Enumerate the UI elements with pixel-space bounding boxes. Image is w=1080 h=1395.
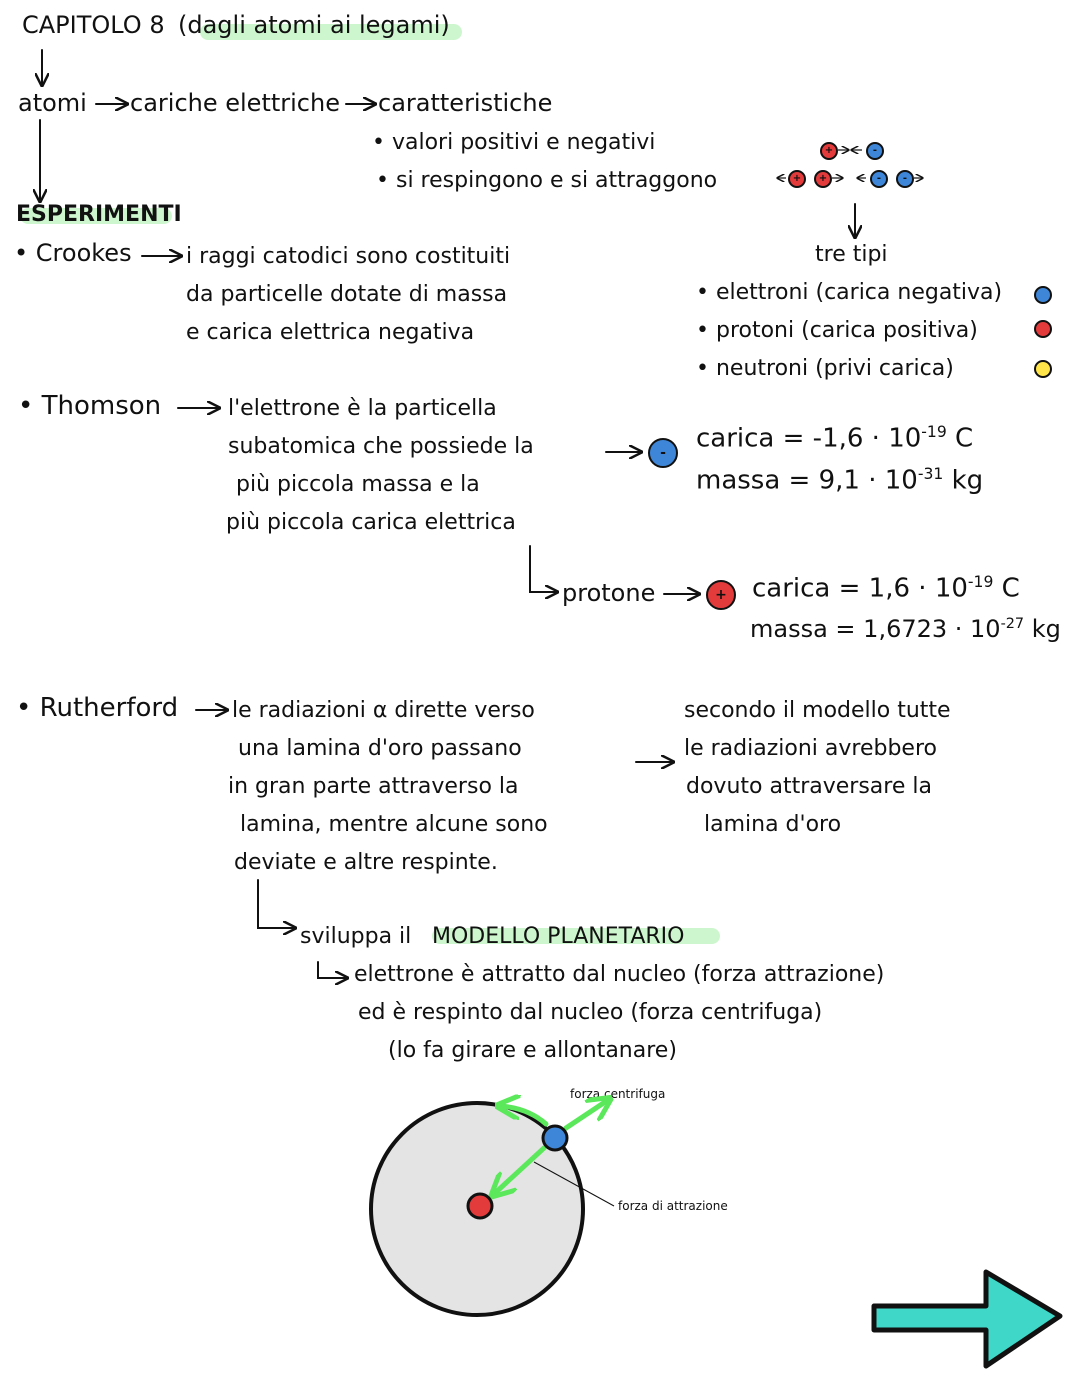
rutherford-line-3: in gran parte attraverso la bbox=[228, 774, 519, 799]
crookes-line-2: da particelle dotate di massa bbox=[186, 282, 508, 307]
proton-sign: + bbox=[715, 587, 727, 603]
proton-charge-text: carica = 1,6 · 10 bbox=[752, 573, 968, 604]
attraction-force-arrow bbox=[494, 1145, 547, 1194]
next-page-arrow-icon[interactable] bbox=[871, 1269, 1063, 1369]
proton-mass-text: massa = 1,6723 · 10 bbox=[750, 615, 1001, 643]
model-line-1: secondo il modello tutte bbox=[684, 698, 951, 723]
thomson-line-4: più piccola carica elettrica bbox=[226, 510, 516, 535]
model-line-2: le radiazioni avrebbero bbox=[684, 736, 937, 761]
thomson-line-2: subatomica che possiede la bbox=[228, 434, 534, 459]
model-line-3: dovuto attraversare la bbox=[686, 774, 932, 799]
bullet-respingono: • si respingono e si attraggono bbox=[376, 168, 718, 193]
label-attraction-force: forza di attrazione bbox=[618, 1199, 728, 1213]
proton-charge-exp: -19 bbox=[967, 573, 994, 591]
crookes-name: • Crookes bbox=[14, 239, 132, 267]
crookes-name-text: Crookes bbox=[35, 239, 132, 267]
model-line-4: lamina d'oro bbox=[704, 812, 842, 837]
modello-highlight bbox=[432, 928, 720, 944]
thomson-mass: massa = 9,1 · 10-31 kg bbox=[696, 465, 984, 497]
small-proton-dot-3: + bbox=[814, 170, 832, 188]
thomson-mass-text: massa = 9,1 · 10 bbox=[696, 465, 918, 496]
proton-mass-unit: kg bbox=[1024, 615, 1061, 643]
crookes-line-3: e carica elettrica negativa bbox=[186, 320, 475, 345]
planetary-model-name: MODELLO PLANETARIO bbox=[432, 924, 685, 949]
attraction-label-pointer bbox=[533, 1161, 615, 1207]
rutherford-line-5: deviate e altre respinte. bbox=[234, 850, 498, 875]
thomson-electron-sign: - bbox=[660, 445, 666, 461]
proton-mass-exp: -27 bbox=[1000, 616, 1025, 632]
type-electron-text: elettroni (carica negativa) bbox=[715, 280, 1003, 305]
proton-legend-dot bbox=[1034, 320, 1052, 338]
rutherford-name: • Rutherford bbox=[16, 693, 179, 723]
thomson-name-text: Thomson bbox=[41, 391, 162, 421]
rutherford-line-1: le radiazioni α dirette verso bbox=[232, 698, 535, 723]
thomson-line-3: più piccola massa e la bbox=[236, 472, 480, 497]
thomson-electron-dot: - bbox=[648, 438, 678, 468]
detail-line-2: ed è respinto dal nucleo (forza centrifu… bbox=[358, 1000, 823, 1025]
develops-text: sviluppa il bbox=[300, 924, 412, 949]
arrow-to-proton bbox=[529, 545, 556, 592]
nucleus-proton bbox=[466, 1192, 494, 1220]
type-neutron-text: neutroni (privi carica) bbox=[715, 356, 954, 381]
proton-mass: massa = 1,6723 · 10-27 kg bbox=[750, 615, 1061, 644]
rutherford-line-4: lamina, mentre alcune sono bbox=[240, 812, 548, 837]
proton-charge-unit: C bbox=[993, 573, 1020, 604]
bullet-valori-text: valori positivi e negativi bbox=[391, 130, 656, 155]
proton-charge: carica = 1,6 · 10-19 C bbox=[752, 573, 1020, 605]
title-highlight bbox=[200, 24, 462, 40]
esperimenti-highlight bbox=[20, 208, 172, 224]
arrow-to-planetary bbox=[257, 879, 294, 928]
neutron-legend-dot bbox=[1034, 360, 1052, 378]
proton-label: protone bbox=[562, 579, 656, 607]
caratteristiche-label: caratteristiche bbox=[378, 89, 553, 117]
orbit-motion-arrow bbox=[500, 1106, 549, 1127]
small-electron-dot-1: - bbox=[866, 142, 884, 160]
chapter-title: CAPITOLO 8 bbox=[22, 11, 165, 39]
small-electron-dot-2: - bbox=[870, 170, 888, 188]
type-proton-text: protoni (carica positiva) bbox=[715, 318, 978, 343]
thomson-line-1: l'elettrone è la particella bbox=[228, 396, 497, 421]
small-proton-dot-1: + bbox=[820, 142, 838, 160]
tre-tipi-label: tre tipi bbox=[815, 242, 888, 267]
thomson-charge: carica = -1,6 · 10-19 C bbox=[696, 423, 974, 455]
type-electron: • elettroni (carica negativa) bbox=[696, 280, 1003, 305]
thomson-mass-unit: kg bbox=[943, 465, 984, 496]
type-neutron: • neutroni (privi carica) bbox=[696, 356, 954, 381]
cariche-label: cariche elettriche bbox=[130, 89, 340, 117]
arrow-to-detail bbox=[317, 961, 346, 978]
small-electron-dot-3: - bbox=[896, 170, 914, 188]
small-proton-dot-2: + bbox=[788, 170, 806, 188]
centrifugal-force-arrow bbox=[563, 1100, 608, 1131]
orbiting-electron bbox=[541, 1124, 569, 1152]
rutherford-line-2: una lamina d'oro passano bbox=[238, 736, 522, 761]
proton-dot: + bbox=[706, 580, 736, 610]
crookes-line-1: i raggi catodici sono costituiti bbox=[186, 244, 511, 269]
thomson-mass-exp: -31 bbox=[917, 465, 944, 483]
thomson-name: • Thomson bbox=[18, 391, 162, 421]
esperimenti-heading: ESPERIMENTI bbox=[16, 202, 182, 227]
thomson-charge-unit: C bbox=[946, 423, 974, 454]
detail-line-1: elettrone è attratto dal nucleo (forza a… bbox=[354, 962, 885, 987]
bullet-valori: • valori positivi e negativi bbox=[372, 130, 656, 155]
thomson-charge-exp: -19 bbox=[921, 423, 947, 441]
electron-legend-dot bbox=[1034, 286, 1052, 304]
bullet-respingono-text: si respingono e si attraggono bbox=[395, 168, 718, 193]
rutherford-name-text: Rutherford bbox=[39, 693, 179, 723]
atomi-label: atomi bbox=[18, 89, 87, 117]
chapter-subtitle: (dagli atomi ai legami) bbox=[178, 11, 450, 39]
type-proton: • protoni (carica positiva) bbox=[696, 318, 978, 343]
thomson-charge-text: carica = -1,6 · 10 bbox=[696, 423, 922, 454]
detail-line-3: (lo fa girare e allontanare) bbox=[388, 1038, 677, 1063]
